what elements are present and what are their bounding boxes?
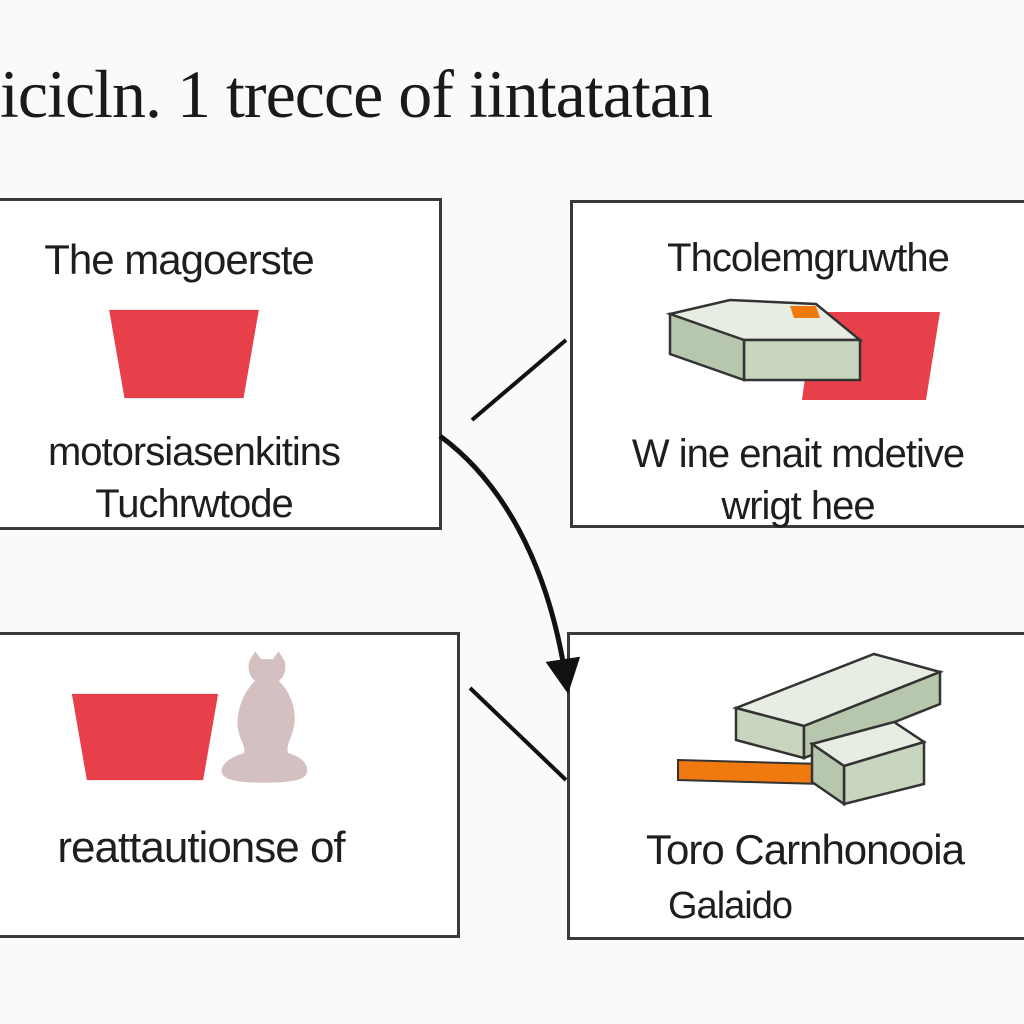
connector-bottom	[468, 686, 568, 782]
stacked-blocks-icon	[665, 298, 940, 400]
red-bucket-icon-2	[71, 693, 219, 781]
connector-top	[470, 338, 568, 422]
card-bottom-left-line-1: reattautionse of	[57, 823, 345, 872]
card-bottom-right-line-2: Galaido	[668, 885, 793, 927]
card-top-left-heading: The magoerste	[44, 236, 314, 283]
diagram-title: icicln. 1 trecce of iintatatan	[0, 56, 713, 132]
card-top-right-line-1: W ine enait mdetive	[631, 432, 965, 476]
card-bottom-right-line-1: Toro Carnhonooia	[646, 826, 965, 873]
figure-silhouette-icon	[221, 651, 308, 783]
card-bottom-right: Toro Carnhonooia Galaido	[567, 632, 1024, 940]
orange-wedge-icon	[790, 306, 820, 318]
card-top-left-line-1: motorsiasenkitins	[47, 430, 341, 474]
block-side-face	[668, 312, 746, 382]
red-bucket-icon	[109, 309, 259, 399]
card-top-right-line-2: wrigt hee	[721, 484, 875, 528]
card-top-left-line-2: Tuchrwtode	[95, 482, 294, 526]
card-bottom-left: reattautionse of	[0, 632, 460, 938]
card-top-right: Thcolemgruwthe W ine enait mdetive wrigt…	[570, 200, 1024, 528]
pile-block-front-side	[810, 741, 846, 807]
flow-arrow	[438, 433, 581, 694]
blocks-pile-icon	[677, 652, 944, 807]
card-top-right-heading: Thcolemgruwthe	[667, 236, 950, 280]
